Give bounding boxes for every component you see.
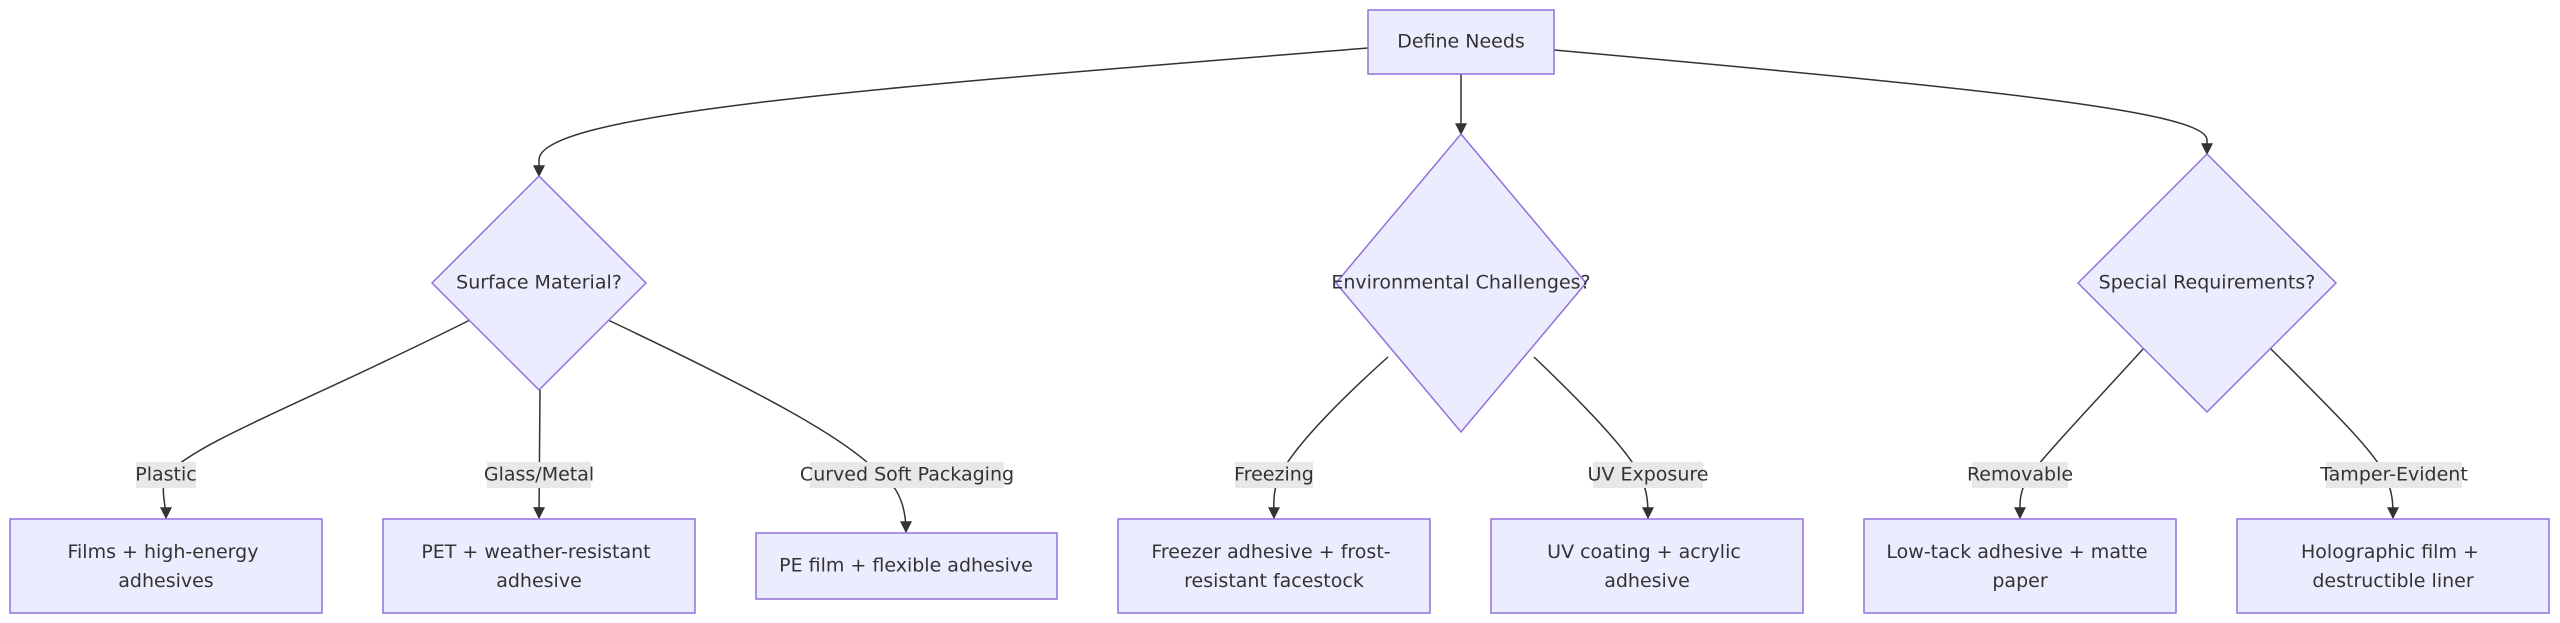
svg-text:Environmental Challenges?: Environmental Challenges? <box>1331 272 1590 294</box>
outcome-uv-coating[interactable]: UV coating + acrylic adhesive <box>1490 518 1804 614</box>
svg-text:Plastic: Plastic <box>135 464 196 486</box>
outcome-holographic-line-2: destructible liner <box>2312 570 2473 592</box>
svg-text:UV coating + acrylic adh: UV coating + acrylic adhesive <box>1547 541 1747 592</box>
svg-text:Tamper-Evident: Tamper-Evident <box>2319 464 2468 486</box>
edge-environment-to-uv <box>1533 356 1654 520</box>
outcome-uv-line-2: adhesive <box>1604 570 1690 592</box>
svg-text:PE film + flexible adhesive: PE film + flexible adhesive <box>779 555 1033 577</box>
outcome-holographic[interactable]: Holographic film + destructible liner <box>2236 518 2550 614</box>
edge-label-removable: Removable <box>1967 462 2073 488</box>
svg-text:Freezer adhesive + frost-: Freezer adhesive + frost- resistant face… <box>1151 541 1396 592</box>
edge-environment-to-freezer <box>1267 356 1389 520</box>
svg-text:Curved Soft Packaging: Curved Soft Packaging <box>800 464 1014 486</box>
edge-label-tamper: Tamper-Evident <box>2319 462 2468 488</box>
node-define-needs[interactable]: Define Needs <box>1367 9 1555 75</box>
outcome-films-line-2: adhesives <box>118 570 213 592</box>
edge-label-curved: Curved Soft Packaging <box>800 462 1014 488</box>
edge-special-to-holographic <box>2269 347 2399 520</box>
svg-text:Low-tack adhesive + matte: Low-tack adhesive + matte paper <box>1886 541 2153 592</box>
edge-labels: Plastic Glass/Metal Curved Soft Packagin… <box>135 462 2468 488</box>
outcome-freezer[interactable]: Freezer adhesive + frost- resistant face… <box>1117 518 1431 614</box>
outcome-pet-line-1: PET + weather-resistant <box>421 541 650 563</box>
outcome-freezer-line-1: Freezer adhesive + frost- <box>1151 541 1390 563</box>
outcome-low-tack-line-1: Low-tack adhesive + matte <box>1886 541 2147 563</box>
outcome-films[interactable]: Films + high-energy adhesives <box>9 518 323 614</box>
edge-root-to-special <box>1553 49 2213 156</box>
edge-label-glass-metal: Glass/Metal <box>484 462 594 488</box>
edge-label-uv: UV Exposure <box>1588 462 1709 488</box>
edge-surface-to-films <box>159 319 471 520</box>
svg-text:Define Needs: Define Needs <box>1397 31 1525 53</box>
outcome-pe-film[interactable]: PE film + flexible adhesive <box>755 532 1058 600</box>
outcome-freezer-line-2: resistant facestock <box>1184 570 1364 592</box>
edge-special-to-low-tack <box>2013 347 2145 520</box>
svg-text:Surface Material?: Surface Material? <box>456 272 622 294</box>
outcome-low-tack-line-2: paper <box>1992 570 2047 592</box>
outcome-pet-line-2: adhesive <box>496 570 582 592</box>
edge-root-to-surface <box>533 47 1369 178</box>
svg-text:PET + weather-resistant: PET + weather-resistant adhesive <box>421 541 656 592</box>
edge-label-plastic: Plastic <box>135 462 197 488</box>
edge-label-freezing: Freezing <box>1234 462 1314 488</box>
svg-text:Films + high-energy adhe: Films + high-energy adhesives <box>67 541 264 592</box>
outcome-holographic-line-1: Holographic film + <box>2301 541 2479 563</box>
outcome-films-line-1: Films + high-energy <box>67 541 258 563</box>
svg-text:Removable: Removable <box>1967 464 2073 486</box>
svg-text:UV Exposure: UV Exposure <box>1588 464 1709 486</box>
edge-surface-to-pe <box>607 319 912 534</box>
decision-surface-material[interactable]: Surface Material? <box>430 174 648 392</box>
decision-environmental-challenges[interactable]: Environmental Challenges? <box>1331 132 1591 434</box>
edge-surface-to-pet <box>533 389 546 520</box>
outcome-pet[interactable]: PET + weather-resistant adhesive <box>382 518 696 614</box>
svg-text:Glass/Metal: Glass/Metal <box>484 464 594 486</box>
decision-special-requirements[interactable]: Special Requirements? <box>2076 152 2338 414</box>
outcome-uv-line-1: UV coating + acrylic <box>1547 541 1741 563</box>
outcome-low-tack[interactable]: Low-tack adhesive + matte paper <box>1863 518 2177 614</box>
svg-text:Special Requirements?: Special Requirements? <box>2099 272 2316 294</box>
svg-text:Holographic film + destr: Holographic film + destructible liner <box>2301 541 2485 592</box>
svg-text:Freezing: Freezing <box>1234 464 1314 486</box>
